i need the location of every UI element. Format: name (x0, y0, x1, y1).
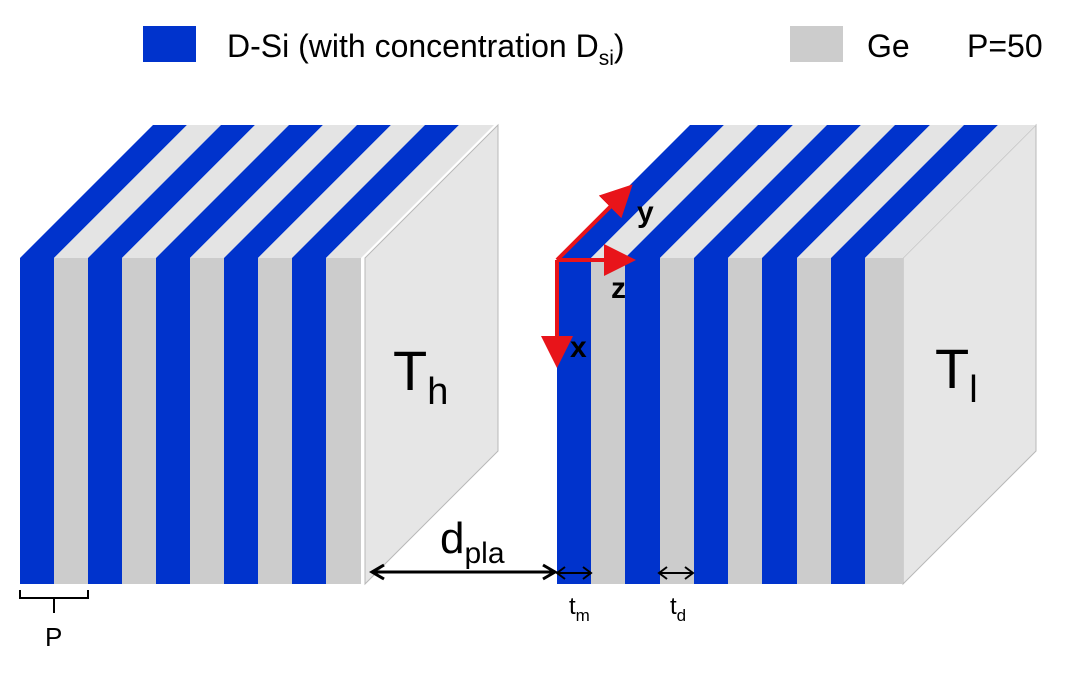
metal-thickness-label: tm (569, 593, 590, 625)
y-axis-arrow (555, 184, 633, 262)
hot-top-stripe (190, 125, 357, 258)
hot-dsi-layer (20, 258, 54, 584)
hot-block: Th (20, 123, 499, 586)
hot-ge-layer (54, 258, 88, 584)
cold-top-stripe (625, 125, 793, 258)
cold-block: Tl (557, 123, 1037, 586)
legend-label-dsi: D-Si (with concentration Dsi) (227, 28, 625, 70)
dielectric-thickness-subscript: d (677, 606, 686, 625)
dielectric-thickness-right-head (684, 566, 695, 580)
hot-top-stripe (224, 125, 391, 258)
dielectric-thickness-label: td (670, 593, 686, 625)
period-bracket (19, 590, 89, 613)
metal-thickness-left-head (555, 566, 566, 580)
z-axis-label: z (611, 272, 626, 305)
cold-top-stripe (831, 125, 998, 258)
dielectric-thickness-left-head (657, 566, 668, 580)
hot-dsi-layer (156, 258, 190, 584)
cold-ge-layer (728, 258, 762, 584)
cold-ge-layer (591, 258, 625, 584)
metal-thickness-dimension: tm (555, 566, 593, 625)
cold-top-stripe (797, 125, 964, 258)
hot-dsi-layer (88, 258, 122, 584)
gap-dimension: dpla (369, 514, 558, 581)
cold-block-label: Tl (935, 337, 978, 411)
legend-dsi-subscript: si (599, 47, 614, 70)
hot-ge-layer (190, 258, 224, 584)
coordinate-axes: x z y (541, 184, 654, 368)
legend-period-count: P=50 (967, 28, 1043, 64)
hot-top-stripe (54, 125, 221, 258)
cold-ge-layer (865, 258, 903, 584)
hot-ge-layer (258, 258, 292, 584)
cold-top-stripe (762, 125, 930, 258)
cold-dsi-layer (625, 258, 660, 584)
hot-ge-layer (122, 258, 156, 584)
legend: D-Si (with concentration Dsi) Ge P=50 (143, 26, 1043, 70)
gap-label: dpla (440, 514, 505, 570)
cold-ge-layer (660, 258, 694, 584)
gap-arrow-left-head (369, 563, 385, 581)
hot-block-side-face (364, 123, 499, 586)
cold-dsi-layer (557, 258, 591, 584)
hot-top-stripe (292, 125, 459, 258)
hot-top-stripe (326, 125, 494, 258)
cold-block-top-face (557, 125, 1036, 258)
hot-block-front-face (20, 258, 361, 584)
hot-block-subscript: h (427, 371, 448, 413)
cold-dsi-layer (694, 258, 728, 584)
cold-dsi-layer (762, 258, 797, 584)
dielectric-thickness-dimension: td (657, 566, 695, 625)
cold-block-front-face (557, 258, 903, 584)
hot-dsi-layer (292, 258, 326, 584)
hot-top-stripe (122, 125, 289, 258)
cold-top-stripe (660, 125, 827, 258)
cold-top-stripe (557, 125, 724, 258)
legend-swatch-dsi (143, 26, 196, 62)
y-axis-label: y (637, 196, 654, 229)
gap-arrow-right-head (542, 563, 558, 581)
hot-top-stripe (20, 125, 187, 258)
cold-block-subscript: l (969, 369, 977, 411)
metal-thickness-subscript: m (576, 606, 590, 625)
gap-subscript: pla (464, 537, 504, 570)
hot-dsi-layer (224, 258, 258, 584)
cold-top-stripe (728, 125, 895, 258)
hot-block-label: Th (393, 339, 448, 413)
period-dimension: P (19, 590, 89, 652)
cold-top-stripe (591, 125, 758, 258)
hot-ge-layer (326, 258, 361, 584)
metal-thickness-right-head (582, 566, 593, 580)
cold-top-stripe (694, 125, 861, 258)
legend-swatch-ge (790, 26, 843, 62)
cold-top-stripe (865, 125, 1036, 258)
cold-ge-layer (797, 258, 831, 584)
hot-top-stripe (258, 125, 425, 258)
legend-label-ge: Ge (867, 28, 910, 64)
cold-dsi-layer (831, 258, 865, 584)
hot-top-stripe (88, 125, 255, 258)
hot-top-stripe (156, 125, 323, 258)
x-axis-label: x (570, 331, 587, 364)
period-label: P (45, 622, 62, 652)
hot-block-top-face (20, 125, 494, 258)
